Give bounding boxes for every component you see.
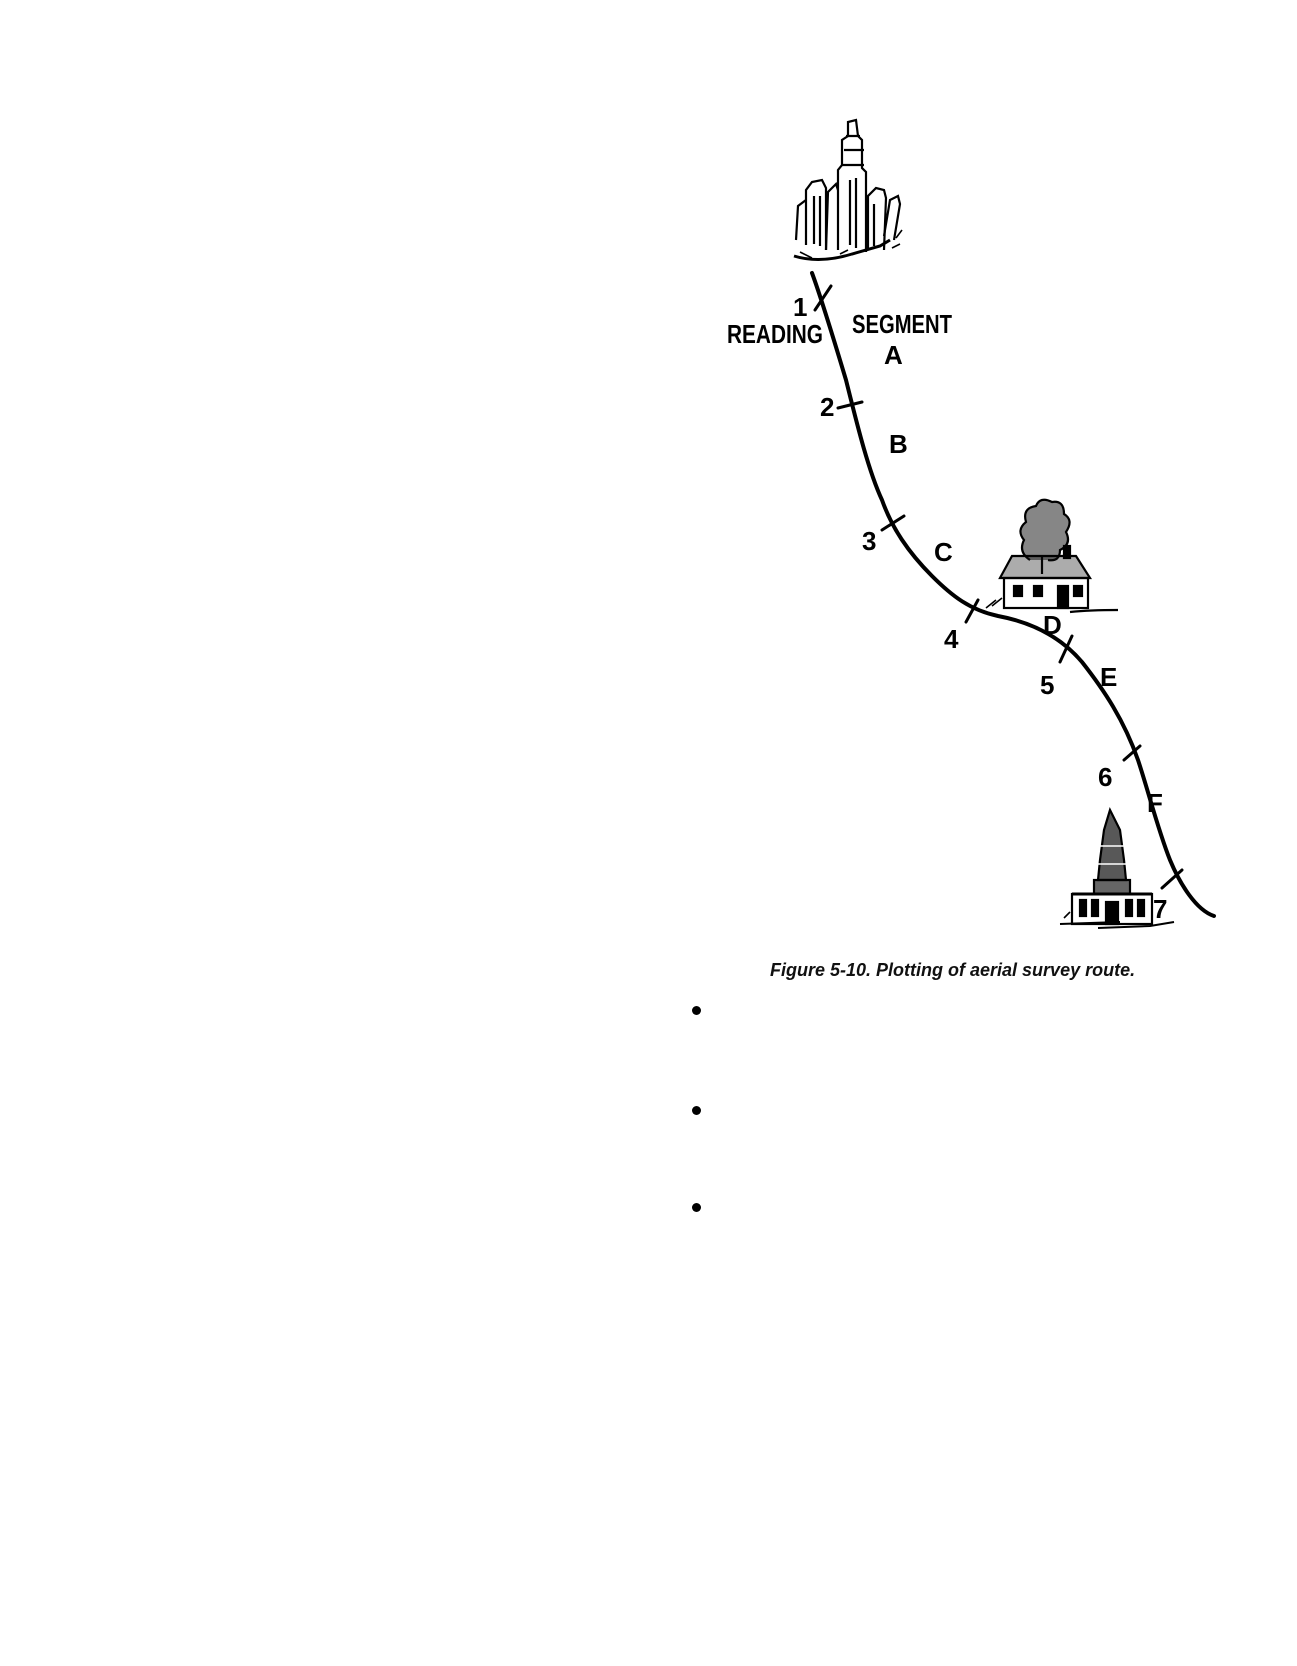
reading-number-7: 7 — [1153, 894, 1167, 924]
segment-letter-d: D — [1043, 610, 1062, 640]
reading-number-5: 5 — [1040, 670, 1054, 700]
reading-tick-1 — [813, 284, 833, 312]
segment-letter-e: E — [1100, 662, 1117, 692]
bullet-point-2 — [692, 1106, 701, 1115]
reading-tick-4 — [964, 598, 980, 624]
reading-tick-5 — [1058, 634, 1074, 664]
city-skyline-icon — [793, 118, 903, 261]
domed-building-icon — [1059, 807, 1175, 929]
figure-caption: Figure 5-10. Plotting of aerial survey r… — [770, 960, 1136, 980]
reading-tick-3 — [880, 514, 906, 532]
reading-number-2: 2 — [820, 392, 834, 422]
segment-letter-c: C — [934, 537, 953, 567]
segment-letter-f: F — [1147, 788, 1163, 818]
reading-tick-7 — [1160, 868, 1184, 890]
segment-letter-b: B — [889, 429, 908, 459]
reading-tick-marks — [813, 284, 1184, 890]
reading-tick-2 — [836, 400, 864, 410]
reading-number-1: 1 — [793, 292, 807, 322]
reading-number-4: 4 — [944, 624, 959, 654]
reading-number-3: 3 — [862, 526, 876, 556]
bullet-point-1 — [692, 1006, 701, 1015]
survey-route-line — [810, 271, 1216, 918]
reading-tick-6 — [1122, 744, 1142, 762]
reading-label: READING — [727, 319, 823, 349]
bullet-point-3 — [692, 1203, 701, 1212]
segment-letter-a: A — [884, 340, 903, 370]
farmhouse-icon — [985, 498, 1119, 614]
reading-number-6: 6 — [1098, 762, 1112, 792]
segment-label: SEGMENT — [852, 309, 952, 339]
